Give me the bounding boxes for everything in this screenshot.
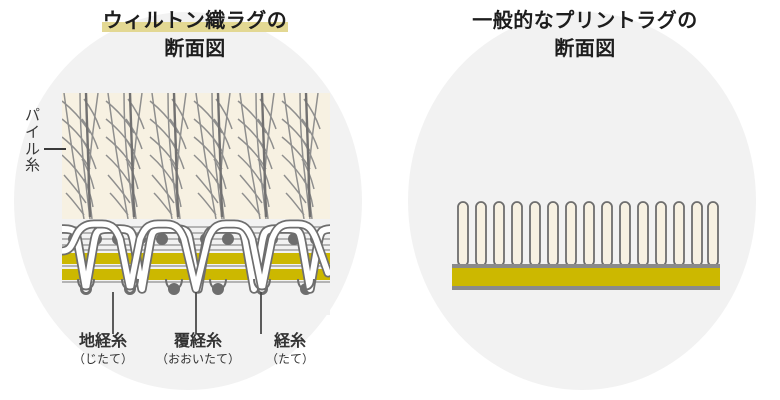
panel-background-ellipse-right [408,12,756,390]
callout-leader-lines [60,290,340,336]
callout-jidate-reading: （じたて） [72,352,133,366]
panel-wilton-title-line1: ウィルトン織ラグの [0,8,390,36]
pile-yarn-leader-line [44,148,66,150]
callout-tate: 経糸 （たて） [250,332,330,368]
panel-wilton-title: ウィルトン織ラグの 断面図 [0,8,390,63]
pile-yarn-label-char-1: パ [24,107,41,124]
warp-callout-group: 地経糸 （じたて） 覆経糸 （おおいたて） 経糸 （たて） [60,332,340,368]
panel-print-title-line2: 断面図 [554,37,616,60]
pile-yarn-label: パ イ ル 糸 [22,107,44,175]
callout-ooidate: 覆経糸 （おおいたて） [146,332,250,368]
wilton-cross-section-diagram [62,93,330,315]
title-highlight: ウィルトン織ラグの [101,10,289,32]
callout-tate-reading: （たて） [265,352,314,366]
pile-yarn-label-char-2: イ [24,123,41,141]
callout-jidate-name: 地経糸 [78,333,127,350]
panel-print-title-line1: 一般的なプリントラグの [472,10,698,32]
callout-ooidate-name: 覆経糸 [173,333,222,350]
panel-wilton-title-line2: 断面図 [164,37,226,60]
callout-ooidate-reading: （おおいたて） [155,352,240,366]
pile-yarn-label-char-3: ル [24,140,41,158]
print-cross-section-diagram [450,196,722,292]
callout-jidate: 地経糸 （じたて） [60,332,146,368]
panel-print-title: 一般的なプリントラグの 断面図 [390,8,780,63]
panel-wilton: ウィルトン織ラグの 断面図 パ イ ル 糸 [0,8,390,390]
panel-print: 一般的なプリントラグの 断面図 [390,0,780,400]
callout-tate-name: 経糸 [273,333,306,350]
pile-yarn-label-char-4: 糸 [24,157,41,175]
